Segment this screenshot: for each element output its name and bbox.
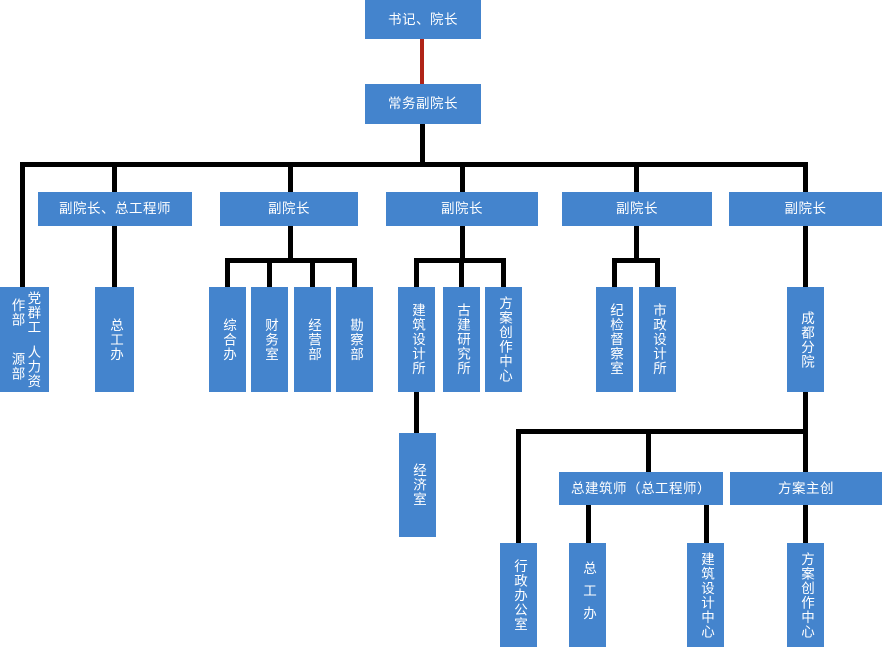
connector-root-to-exec-vp (420, 39, 424, 84)
node-ancient-architecture-institute[interactable]: 古建研究所 (443, 287, 480, 392)
connector-vp3-drop-3 (501, 258, 506, 287)
node-vp-3[interactable]: 副院长 (386, 192, 538, 226)
node-hr-label: 人力资源部 (9, 344, 41, 389)
connector-chengdu-stem (803, 392, 808, 432)
node-administrative-office[interactable]: 行政办公室 (500, 543, 537, 647)
node-exec-vice-president[interactable]: 常务副院长 (365, 84, 481, 124)
connector-arch-inst-to-economy-office (414, 392, 419, 433)
connector-chief-architect-to-arch-design-center (704, 505, 709, 543)
node-municipal-design-institute[interactable]: 市政设计所 (639, 287, 676, 392)
connector-vp4-bus (612, 258, 660, 263)
node-operations-dept[interactable]: 经营部 (294, 287, 331, 392)
connector-chengdu-drop-chief-architect (646, 429, 651, 472)
connector-vp2-stem (288, 226, 293, 261)
connector-level2-bus (20, 162, 808, 167)
connector-drop-vp2 (288, 162, 293, 192)
node-economy-office[interactable]: 经济室 (399, 433, 436, 537)
node-finance-office[interactable]: 财务室 (251, 287, 288, 392)
connector-vp4-drop-1 (612, 258, 617, 287)
node-general-office[interactable]: 综合办 (209, 287, 246, 392)
connector-vp3-stem (460, 226, 465, 261)
connector-vp2-drop-4 (352, 258, 357, 287)
node-scheme-creation-center-chengdu[interactable]: 方案创作中心 (787, 543, 824, 647)
connector-chengdu-bus (516, 429, 808, 434)
node-discipline-inspection-office[interactable]: 纪检督察室 (596, 287, 633, 392)
node-architectural-design-institute[interactable]: 建筑设计所 (398, 287, 435, 392)
connector-vp2-drop-2 (267, 258, 272, 287)
connector-vp1-to-chief-eng-office (112, 226, 117, 287)
connector-drop-vp1 (112, 162, 117, 192)
connector-vp4-drop-2 (655, 258, 660, 287)
node-vp-4[interactable]: 副院长 (562, 192, 712, 226)
connector-drop-vp4 (634, 162, 639, 192)
node-architectural-design-center[interactable]: 建筑设计中心 (687, 543, 724, 647)
node-chief-engineer-office-chengdu[interactable]: 总工办 (569, 543, 606, 647)
connector-chengdu-drop-scheme-lead (803, 429, 808, 472)
connector-chief-architect-to-chief-eng-office2 (586, 505, 591, 543)
connector-vp3-drop-1 (414, 258, 419, 287)
connector-exec-vp-stem (420, 124, 425, 164)
connector-chengdu-drop-admin (516, 429, 521, 543)
connector-drop-vp5 (803, 162, 808, 192)
node-party-affairs-label: 党群工作部 (9, 291, 41, 335)
connector-vp2-bus (225, 258, 357, 263)
node-vp-5[interactable]: 副院长 (729, 192, 882, 226)
node-root[interactable]: 书记、院长 (365, 0, 481, 39)
node-vp-2[interactable]: 副院长 (220, 192, 358, 226)
node-chief-architect[interactable]: 总建筑师（总工程师） (559, 472, 723, 505)
connector-vp2-drop-3 (310, 258, 315, 287)
node-hr-and-party-affairs[interactable]: 党群工作部 人力资源部 (0, 287, 49, 392)
node-chengdu-branch[interactable]: 成都分院 (787, 287, 824, 392)
node-vp-chief-engineer[interactable]: 副院长、总工程师 (38, 192, 192, 226)
connector-vp4-stem (634, 226, 639, 261)
node-chief-engineer-office[interactable]: 总工办 (95, 287, 134, 392)
node-scheme-lead[interactable]: 方案主创 (730, 472, 882, 505)
connector-scheme-lead-to-scheme-create-center (803, 505, 808, 543)
connector-drop-vp3 (460, 162, 465, 192)
node-survey-dept[interactable]: 勘察部 (336, 287, 373, 392)
connector-vp5-to-chengdu-branch (803, 226, 808, 287)
connector-vp2-drop-1 (225, 258, 230, 287)
connector-drop-leftmost (20, 162, 25, 287)
connector-vp3-drop-2 (459, 258, 464, 287)
node-scheme-creation-center[interactable]: 方案创作中心 (485, 287, 522, 392)
